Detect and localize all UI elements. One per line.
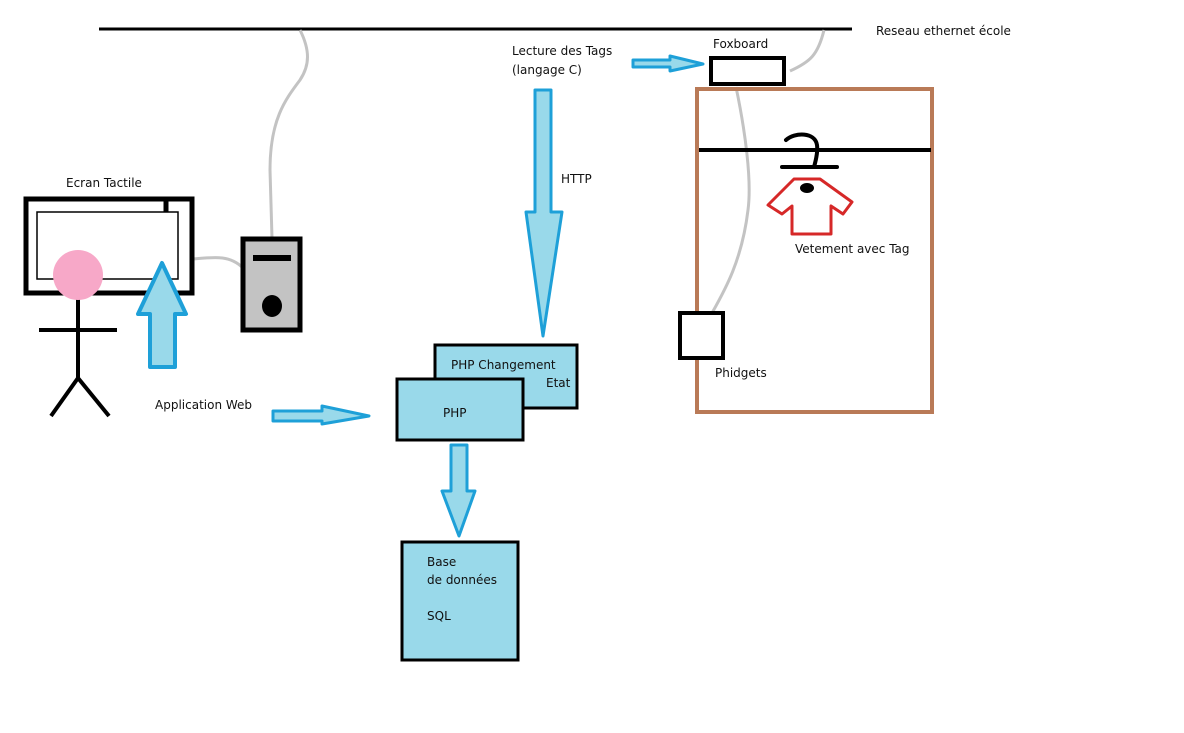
foxboard-box bbox=[709, 56, 786, 86]
db-label-line2: de données bbox=[427, 573, 498, 587]
user-stick-figure-icon bbox=[39, 250, 117, 418]
arrow-right-tags-icon bbox=[631, 54, 705, 73]
arrow-down-db-icon bbox=[440, 443, 477, 538]
http-label: HTTP bbox=[561, 172, 592, 186]
tag-reading-label-line2: (langage C) bbox=[512, 63, 582, 77]
rfid-tag-icon bbox=[800, 183, 814, 193]
tag-reading-label-line1: Lecture des Tags bbox=[512, 44, 613, 58]
clothing-shirt-icon bbox=[766, 177, 854, 236]
db-label-line1: Base bbox=[427, 555, 457, 569]
php-state-label-line2: Etat bbox=[546, 376, 571, 390]
php-label: PHP bbox=[443, 406, 467, 420]
db-label-line3: SQL bbox=[427, 609, 451, 623]
user-head bbox=[53, 250, 103, 300]
database-box bbox=[400, 540, 520, 662]
arrow-right-webapp-icon bbox=[271, 404, 371, 426]
clothing-label: Vetement avec Tag bbox=[795, 242, 910, 256]
cable-foxboard-phidgets bbox=[710, 86, 751, 314]
phidgets-box bbox=[678, 311, 725, 360]
server-tower-icon bbox=[240, 236, 303, 333]
phidgets-label: Phidgets bbox=[715, 366, 767, 380]
network-label: Reseau ethernet école bbox=[876, 24, 1011, 38]
php-state-label-line1: PHP Changement bbox=[451, 358, 556, 372]
cable-screen-tower bbox=[192, 256, 245, 270]
web-app-label: Application Web bbox=[155, 398, 253, 412]
arrow-up-icon bbox=[136, 261, 188, 369]
cable-tower-network bbox=[268, 29, 309, 239]
wardrobe-cabinet bbox=[695, 87, 934, 414]
touchscreen-label: Ecran Tactile bbox=[66, 176, 142, 190]
arrow-down-http-icon bbox=[524, 88, 564, 338]
foxboard-label: Foxboard bbox=[713, 37, 769, 51]
hanger-icon bbox=[780, 132, 839, 169]
cable-foxboard-network bbox=[789, 29, 826, 73]
php-box bbox=[395, 377, 525, 442]
